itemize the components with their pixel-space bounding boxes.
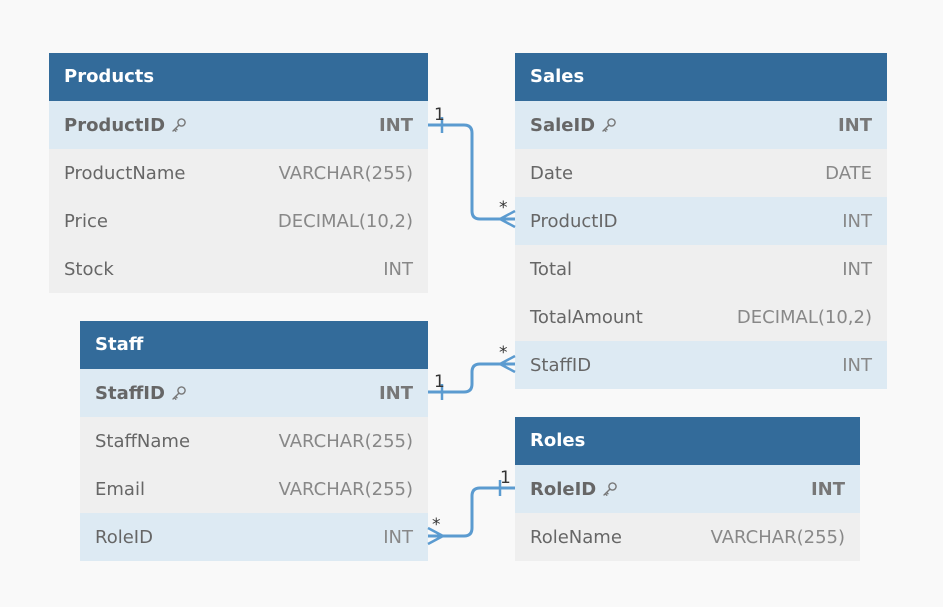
column-name: Price: [64, 210, 108, 232]
many-marker: [427, 526, 444, 546]
column-row[interactable]: TotalAmount DECIMAL(10,2): [515, 293, 887, 341]
entity-products[interactable]: Products ProductID INT ProductName VARCH…: [49, 53, 428, 293]
column-type: INT: [810, 478, 845, 500]
column-name: RoleID: [95, 526, 153, 548]
column-row[interactable]: Email VARCHAR(255): [80, 465, 428, 513]
column-name: Total: [530, 258, 573, 280]
column-name: ProductID: [64, 114, 166, 136]
column-row[interactable]: Total INT: [515, 245, 887, 293]
column-name: StaffID: [530, 354, 592, 376]
column-name: Email: [95, 478, 145, 500]
column-type: VARCHAR(255): [278, 478, 413, 500]
column-row[interactable]: RoleID INT: [515, 465, 860, 513]
many-marker: [499, 209, 516, 229]
column-row[interactable]: ProductID INT: [515, 197, 887, 245]
key-icon: [602, 118, 616, 132]
column-row[interactable]: StaffID INT: [80, 369, 428, 417]
entity-roles[interactable]: Roles RoleID INT RoleName VARCHAR(255): [515, 417, 860, 561]
column-type: DECIMAL(10,2): [277, 210, 413, 232]
entity-staff[interactable]: Staff StaffID INT StaffName VARCHAR(255)…: [80, 321, 428, 561]
column-name-cell: RoleID: [530, 479, 618, 500]
relation-line[interactable]: [428, 362, 515, 394]
entity-title[interactable]: Staff: [80, 321, 428, 369]
column-type: INT: [842, 354, 872, 376]
column-row[interactable]: StaffName VARCHAR(255): [80, 417, 428, 465]
column-type: INT: [842, 258, 872, 280]
column-name: RoleID: [530, 478, 597, 500]
column-name-cell: ProductID: [64, 115, 187, 136]
column-type: DATE: [825, 162, 872, 184]
entity-title[interactable]: Products: [49, 53, 428, 101]
column-name: StaffID: [95, 382, 165, 404]
column-row[interactable]: ProductID INT: [49, 101, 428, 149]
column-row[interactable]: Stock INT: [49, 245, 428, 293]
cardinality-one-label: 1: [500, 468, 511, 488]
relation-line[interactable]: [428, 123, 515, 221]
column-type: INT: [842, 210, 872, 232]
column-row[interactable]: RoleID INT: [80, 513, 428, 561]
relation-staff-sales[interactable]: 1 *: [428, 343, 516, 400]
entity-title[interactable]: Roles: [515, 417, 860, 465]
column-name: RoleName: [530, 526, 622, 548]
key-icon: [603, 482, 618, 496]
column-type: VARCHAR(255): [278, 162, 413, 184]
column-row[interactable]: SaleID INT: [515, 101, 887, 149]
column-type: DECIMAL(10,2): [736, 306, 872, 328]
entity-sales[interactable]: Sales SaleID INT Date DATE ProductID INT…: [515, 53, 887, 389]
column-type: VARCHAR(255): [710, 526, 845, 548]
column-name-cell: StaffID: [95, 383, 187, 404]
cardinality-one-label: 1: [434, 105, 445, 125]
relation-line[interactable]: [428, 486, 515, 538]
column-name: ProductName: [64, 162, 186, 184]
cardinality-one-label: 1: [434, 372, 445, 392]
cardinality-many-label: *: [499, 343, 508, 363]
column-row[interactable]: RoleName VARCHAR(255): [515, 513, 860, 561]
column-name: ProductID: [530, 210, 618, 232]
column-row[interactable]: StaffID INT: [515, 341, 887, 389]
column-type: INT: [383, 258, 413, 280]
column-type: INT: [383, 526, 413, 548]
key-icon: [172, 386, 186, 400]
column-type: VARCHAR(255): [278, 430, 413, 452]
column-name: SaleID: [530, 114, 596, 136]
column-name: TotalAmount: [530, 306, 643, 328]
cardinality-many-label: *: [432, 515, 441, 535]
cardinality-many-label: *: [499, 198, 508, 218]
column-name: Date: [530, 162, 574, 184]
column-name: StaffName: [95, 430, 191, 452]
entity-title[interactable]: Sales: [515, 53, 887, 101]
column-type: INT: [837, 114, 872, 136]
column-name: Stock: [64, 258, 114, 280]
column-row[interactable]: Price DECIMAL(10,2): [49, 197, 428, 245]
key-icon: [172, 118, 186, 132]
relation-products-sales[interactable]: 1 *: [428, 105, 516, 229]
column-row[interactable]: Date DATE: [515, 149, 887, 197]
column-type: INT: [378, 114, 413, 136]
column-type: INT: [378, 382, 413, 404]
column-name-cell: SaleID: [530, 115, 617, 136]
many-marker: [499, 354, 516, 374]
column-row[interactable]: ProductName VARCHAR(255): [49, 149, 428, 197]
relation-roles-staff[interactable]: 1 *: [427, 468, 515, 546]
